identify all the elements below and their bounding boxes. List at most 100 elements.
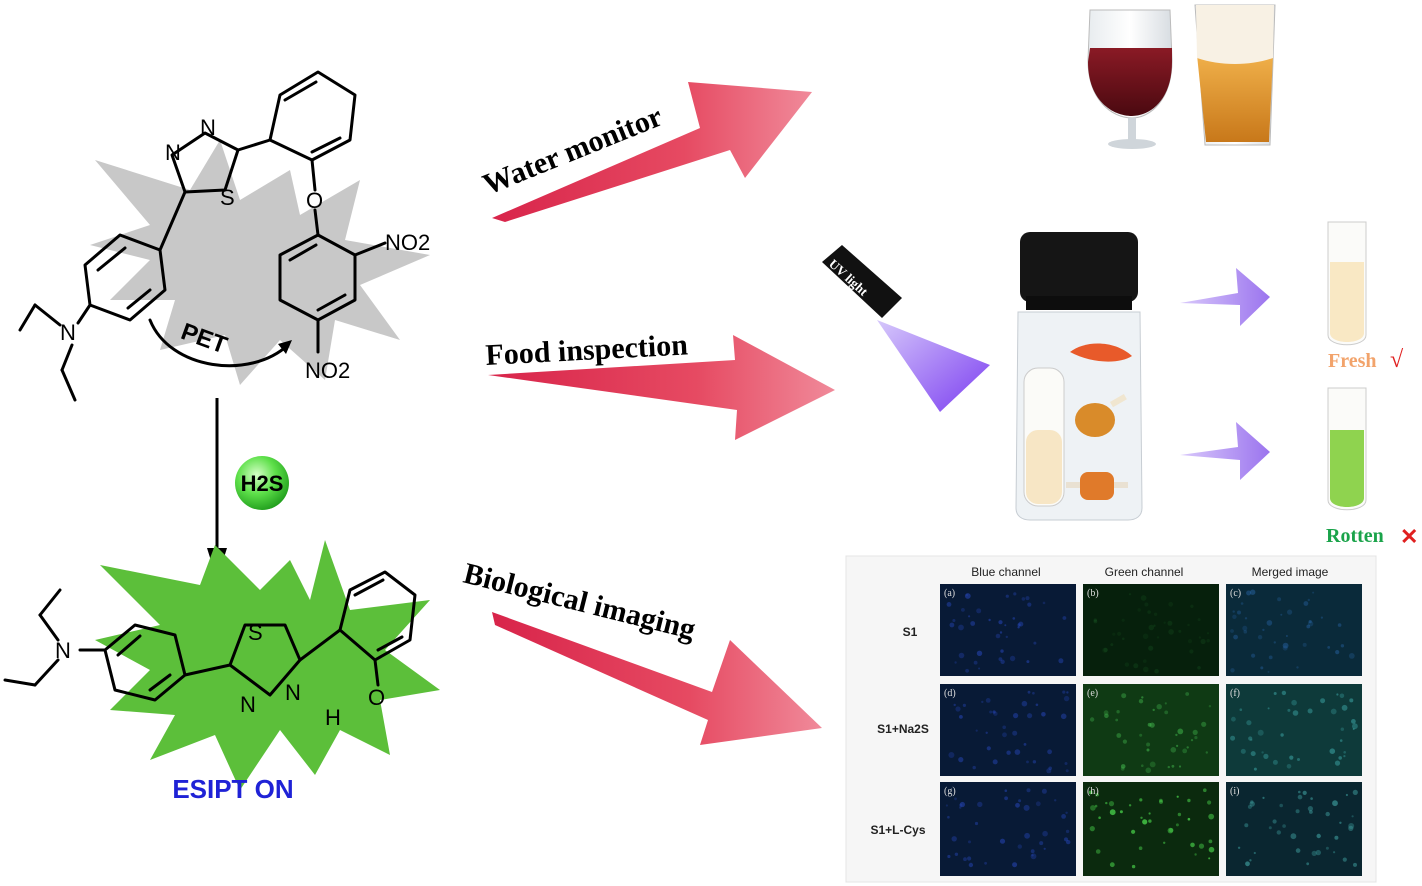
cell-speckle bbox=[1167, 620, 1173, 626]
cell-speckle bbox=[948, 752, 955, 758]
cell-speckle bbox=[1054, 799, 1057, 802]
cell-speckle bbox=[1312, 591, 1315, 594]
cell-speckle bbox=[992, 759, 998, 765]
cell-speckle bbox=[1103, 647, 1108, 653]
cell-speckle bbox=[1000, 659, 1005, 664]
cell-speckle bbox=[1017, 844, 1022, 849]
cell-speckle bbox=[1268, 655, 1273, 660]
cell-speckle bbox=[1026, 760, 1029, 764]
cell-speckle bbox=[1012, 617, 1016, 620]
cell-speckle bbox=[1112, 632, 1116, 636]
cell-speckle bbox=[1302, 790, 1307, 796]
cell-speckle bbox=[1116, 733, 1122, 738]
cell-speckle bbox=[1064, 762, 1068, 765]
cell-speckle bbox=[1142, 659, 1147, 663]
cell-speckle bbox=[959, 801, 966, 808]
cell-speckle bbox=[1187, 817, 1191, 821]
cell-speckle bbox=[962, 703, 967, 708]
cell-speckle bbox=[1142, 633, 1149, 640]
cell-speckle bbox=[1327, 646, 1331, 649]
cell-speckle bbox=[999, 631, 1003, 634]
grey-burst bbox=[90, 140, 430, 385]
cell-speckle bbox=[1207, 800, 1212, 805]
cell-speckle bbox=[1233, 634, 1238, 640]
cell-speckle bbox=[1002, 732, 1007, 738]
cell-speckle bbox=[978, 667, 981, 670]
micrograph-i bbox=[1226, 782, 1362, 876]
cell-speckle bbox=[1066, 839, 1071, 845]
cell-speckle bbox=[1014, 749, 1021, 755]
cell-speckle bbox=[968, 840, 971, 844]
cell-dots bbox=[945, 589, 1358, 869]
cell-speckle bbox=[1206, 639, 1210, 643]
cell-speckle bbox=[1339, 739, 1343, 742]
cell-label-e: (e) bbox=[1087, 688, 1098, 699]
cell-speckle bbox=[1140, 816, 1143, 819]
cell-speckle bbox=[977, 801, 983, 808]
cell-speckle bbox=[1147, 610, 1151, 614]
cell-speckle bbox=[1272, 819, 1277, 824]
cell-speckle bbox=[1058, 658, 1064, 664]
cell-speckle bbox=[1021, 597, 1026, 601]
cell-speckle bbox=[992, 710, 996, 714]
atom-h: H bbox=[325, 705, 341, 730]
cell-speckle bbox=[1308, 620, 1312, 624]
cell-speckle bbox=[1137, 608, 1141, 612]
cell-speckle bbox=[1249, 801, 1255, 807]
cell-speckle bbox=[1187, 639, 1193, 644]
cell-speckle bbox=[1133, 663, 1139, 669]
cell-speckle bbox=[1208, 839, 1213, 844]
cell-speckle bbox=[1042, 830, 1048, 837]
cell-speckle bbox=[1012, 730, 1018, 736]
cell-speckle bbox=[1147, 722, 1152, 727]
thiadiazole-ring bbox=[170, 131, 240, 194]
micrograph-a bbox=[940, 584, 1076, 676]
atom-s-2: S bbox=[248, 620, 263, 645]
cell-speckle bbox=[1208, 846, 1215, 853]
micrograph-d bbox=[940, 684, 1076, 776]
arrow-water-monitor: Water monitor bbox=[478, 82, 812, 222]
cell-speckle bbox=[947, 815, 950, 819]
cell-speckle bbox=[1023, 743, 1027, 746]
cell-label-h: (h) bbox=[1087, 786, 1099, 797]
cell-speckle bbox=[1017, 626, 1020, 629]
cell-speckle bbox=[1266, 620, 1273, 626]
cell-speckle bbox=[954, 661, 957, 664]
cell-speckle bbox=[1005, 594, 1009, 598]
atom-n-4: N bbox=[285, 680, 301, 705]
cell-speckle bbox=[1298, 790, 1301, 794]
cell-speckle bbox=[1185, 692, 1190, 696]
cell-speckle bbox=[1251, 653, 1256, 658]
cell-speckle bbox=[1287, 609, 1293, 615]
cell-speckle bbox=[1122, 637, 1125, 641]
arrow-biological-imaging: Biological imaging bbox=[460, 557, 822, 745]
cell-speckle bbox=[1273, 641, 1277, 644]
cell-speckle bbox=[959, 803, 963, 807]
cell-speckle bbox=[1292, 710, 1299, 716]
cell-speckle bbox=[1104, 713, 1109, 719]
cell-speckle bbox=[1108, 801, 1115, 807]
cell-speckle bbox=[1021, 700, 1028, 707]
cell-label-i: (i) bbox=[1230, 786, 1239, 797]
cell-speckle bbox=[1334, 835, 1339, 840]
cell-speckle bbox=[1146, 748, 1150, 752]
cell-speckle bbox=[1032, 760, 1037, 764]
cell-speckle bbox=[985, 731, 988, 734]
cell-speckle bbox=[1194, 736, 1198, 740]
cell-speckle bbox=[1296, 666, 1299, 669]
cell-speckle bbox=[986, 746, 991, 751]
cell-speckle bbox=[1282, 824, 1286, 828]
cell-speckle bbox=[1332, 800, 1338, 807]
cell-speckle bbox=[951, 836, 957, 842]
cell-speckle bbox=[1208, 813, 1215, 820]
cell-speckle bbox=[1297, 758, 1300, 761]
cell-speckle bbox=[1242, 625, 1248, 631]
cell-speckle bbox=[1246, 590, 1252, 596]
cell-speckle bbox=[1025, 596, 1030, 601]
cell-speckle bbox=[1175, 823, 1179, 827]
cell-speckle bbox=[1190, 739, 1194, 742]
cell-speckle bbox=[1153, 624, 1156, 627]
cell-speckle bbox=[1333, 851, 1336, 854]
rotten-tube bbox=[1327, 387, 1367, 511]
